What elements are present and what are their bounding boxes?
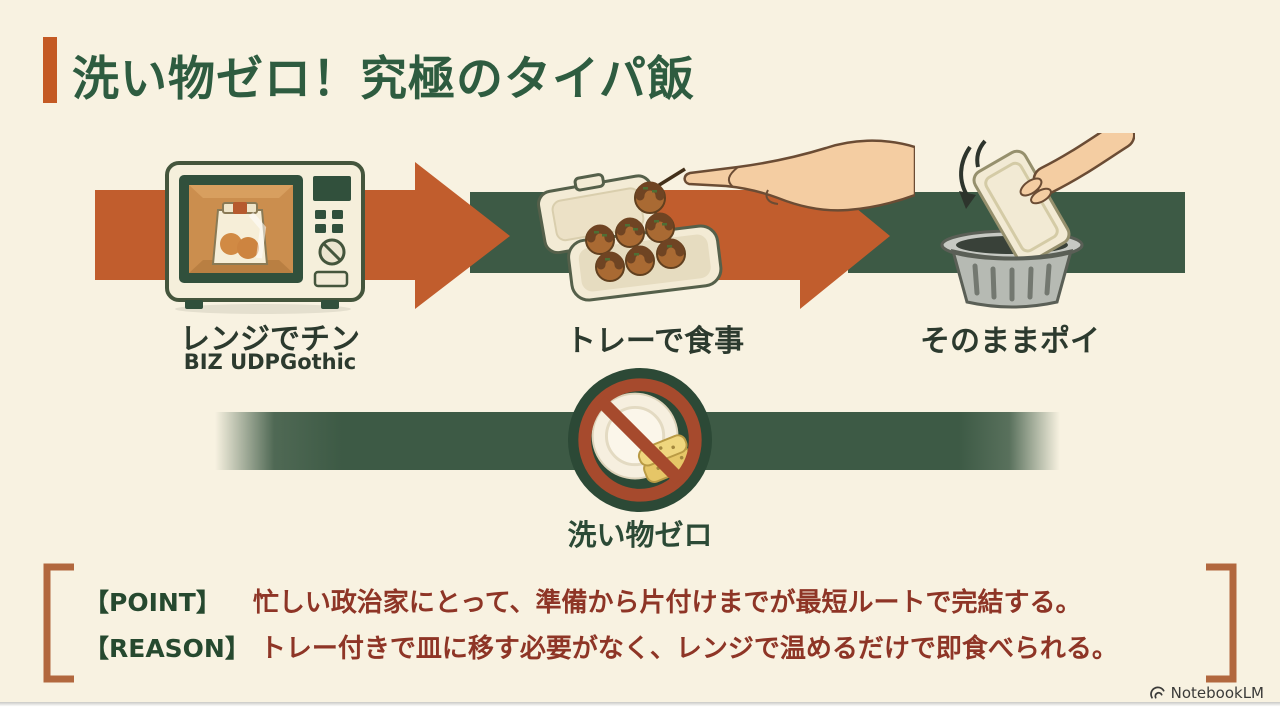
step-sublabel-1: BIZ UDPGothic (183, 350, 357, 374)
right-bracket (1206, 563, 1237, 683)
eating-hand (683, 139, 915, 212)
prohibition-slash (595, 395, 685, 485)
note-reason-label: 【REASON】 (84, 634, 250, 663)
page-title: 洗い物ゼロ！究極のタイパ飯 (72, 52, 696, 107)
step-label-1: レンジでチン (180, 322, 360, 357)
title-accent-bar (43, 37, 57, 103)
prohibition-ring (578, 378, 702, 502)
dropping-hand (1019, 133, 1135, 205)
watermark: NotebookLM (1149, 684, 1264, 702)
note-point: 【POINT】 忙しい政治家にとって、準備から片付けまでが最短ルートで完結する。 (84, 582, 1081, 619)
left-bracket (43, 563, 74, 683)
microwave-icon (165, 161, 365, 314)
picked-ball (634, 167, 686, 214)
can-ribs (972, 263, 1052, 302)
note-reason-text: トレー付きで皿に移す必要がなく、レンジで温めるだけで即食べられる。 (259, 634, 1118, 664)
watermark-text: NotebookLM (1170, 684, 1264, 702)
step-label-3: そのままポイ (920, 324, 1100, 359)
no-dishes-icon (567, 367, 713, 513)
food-bag (211, 202, 269, 265)
takoyaki-balls (585, 212, 686, 282)
note-point-label: 【POINT】 (84, 588, 221, 617)
bottom-strip (0, 702, 1280, 712)
drop-arrow (959, 139, 987, 209)
note-point-text: 忙しい政治家にとって、準備から片付けまでが最短ルートで完結する。 (252, 588, 1082, 618)
step-label-2: トレーで食事 (565, 324, 745, 359)
result-label: 洗い物ゼロ (567, 518, 713, 552)
notebooklm-logo-icon (1149, 686, 1165, 699)
trash-can-icon (940, 133, 1135, 309)
takoyaki-tray-icon (537, 139, 915, 302)
note-reason: 【REASON】 トレー付きで皿に移す必要がなく、レンジで温めるだけで即食べられ… (84, 628, 1118, 665)
